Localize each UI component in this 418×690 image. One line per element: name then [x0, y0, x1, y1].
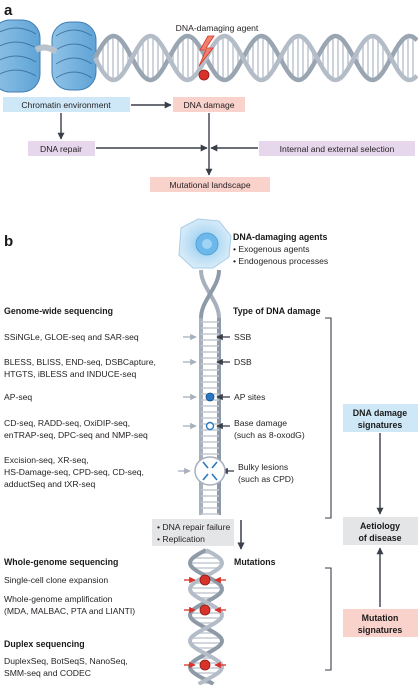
mutation-marker — [199, 574, 211, 586]
mutation-arrows — [184, 576, 226, 669]
selection-box — [259, 141, 415, 156]
landscape-box — [150, 177, 270, 192]
damage-2-line-0: AP sites — [234, 392, 265, 402]
cell-illustration — [178, 218, 232, 269]
method-row: AP-seq AP sites — [4, 392, 265, 402]
damage-type-title: Type of DNA damage — [233, 306, 321, 316]
method-0-line-0: SSiNGLe, GLOE-seq and SAR-seq — [4, 332, 139, 342]
wgs-method-1-line-0: Whole-genome amplification — [4, 594, 113, 604]
ap-site-marker — [205, 392, 215, 402]
repair-item-0: • DNA repair failure — [157, 522, 230, 532]
aetiology-line-1: of disease — [358, 533, 401, 543]
selection-label: Internal and external selection — [280, 144, 395, 154]
method-1-line-0: BLESS, BLISS, END-seq, DSBCapture, — [4, 357, 156, 367]
strand — [93, 33, 418, 83]
duplex-title: Duplex sequencing — [4, 639, 85, 649]
damage-signatures-box — [343, 404, 418, 432]
mutation-signatures-box — [343, 609, 418, 637]
wgs-method-1-line-1: (MDA, MALBAC, PTA and LIANTI) — [4, 606, 135, 616]
mutation-marker — [199, 604, 211, 616]
aetiology-box — [343, 517, 418, 545]
method-3-line-1: enTRAP-seq, DPC-seq and NMP-seq — [4, 430, 148, 440]
method-4-line-1: HS-Damage-seq, CPD-seq, CD-seq, — [4, 467, 144, 477]
method-row: Excision-seq, XR-seq, HS-Damage-seq, CPD… — [4, 455, 294, 489]
method-row: SSiNGLe, GLOE-seq and SAR-seq SSB — [4, 332, 251, 342]
duplex-method-0-line-0: DuplexSeq, BotSeqS, NanoSeq, — [4, 656, 128, 666]
mutations-title: Mutations — [234, 557, 276, 567]
mutation-bracket — [325, 567, 332, 671]
method-4-line-0: Excision-seq, XR-seq, — [4, 455, 89, 465]
nucleosome-illustration — [0, 19, 97, 93]
wgs-title: Whole-genome sequencing — [4, 557, 118, 567]
damage-0-line-0: SSB — [234, 332, 251, 342]
panel-a-arrows — [57, 101, 258, 176]
base-damage-marker — [205, 421, 215, 431]
strand — [93, 33, 418, 83]
panel-a-label: a — [4, 2, 13, 19]
damage-box — [173, 97, 245, 112]
damage-3-line-0: Base damage — [234, 418, 287, 428]
strand — [188, 548, 224, 686]
agents-title: DNA-damaging agents — [233, 232, 327, 242]
repair-box — [28, 141, 95, 156]
wgs-method-0-line-0: Single-cell clone expansion — [4, 575, 108, 585]
chromatin-box — [3, 97, 130, 112]
aetiology-line-0: Aetiology — [360, 521, 400, 531]
damage-signatures-line-0: DNA damage — [353, 408, 408, 418]
damage-3-line-1: (such as 8-oxodG) — [234, 430, 305, 440]
chromatin-label: Chromatin environment — [21, 100, 111, 110]
method-3-line-0: CD-seq, RADD-seq, OxiDIP-seq, — [4, 418, 130, 428]
agent-label: DNA-damaging agent — [176, 23, 259, 33]
repair-label: DNA repair — [40, 144, 82, 154]
lesion-marker-a — [198, 69, 210, 81]
genome-wide-title: Genome-wide sequencing — [4, 306, 113, 316]
mutation-signatures-line-1: signatures — [358, 625, 403, 635]
method-4-line-2: adductSeq and tXR-seq — [4, 479, 95, 489]
strand — [199, 269, 221, 319]
damage-1-line-0: DSB — [234, 357, 252, 367]
agents-item-0: • Exogenous agents — [233, 244, 310, 254]
agents-item-1: • Endogenous processes — [233, 256, 328, 266]
mutation-signatures-line-0: Mutation — [362, 613, 399, 623]
duplex-method-0-line-1: SMM-seq and CODEC — [4, 668, 91, 678]
method-1-line-1: HTGTS, iBLESS and INDUCE-seq — [4, 369, 137, 379]
method-2-line-0: AP-seq — [4, 392, 32, 402]
repair-failure-box — [152, 519, 234, 546]
damage-4-line-1: (such as CPD) — [238, 474, 294, 484]
lightning-icon — [198, 35, 215, 67]
method-row: BLESS, BLISS, END-seq, DSBCapture, HTGTS… — [4, 357, 252, 379]
damage-4-line-0: Bulky lesions — [238, 462, 288, 472]
strand — [188, 548, 224, 686]
repair-item-1: • Replication — [157, 534, 205, 544]
landscape-label: Mutational landscape — [169, 180, 250, 190]
dna-helix-a — [93, 33, 418, 83]
damage-label: DNA damage — [183, 100, 234, 110]
panel-b-label: b — [4, 233, 13, 250]
damage-bracket — [325, 317, 332, 519]
damage-signatures-line-1: signatures — [358, 420, 403, 430]
bulky-lesion-icon — [194, 456, 226, 486]
method-row: CD-seq, RADD-seq, OxiDIP-seq, enTRAP-seq… — [4, 418, 305, 440]
mutation-marker — [199, 659, 211, 671]
